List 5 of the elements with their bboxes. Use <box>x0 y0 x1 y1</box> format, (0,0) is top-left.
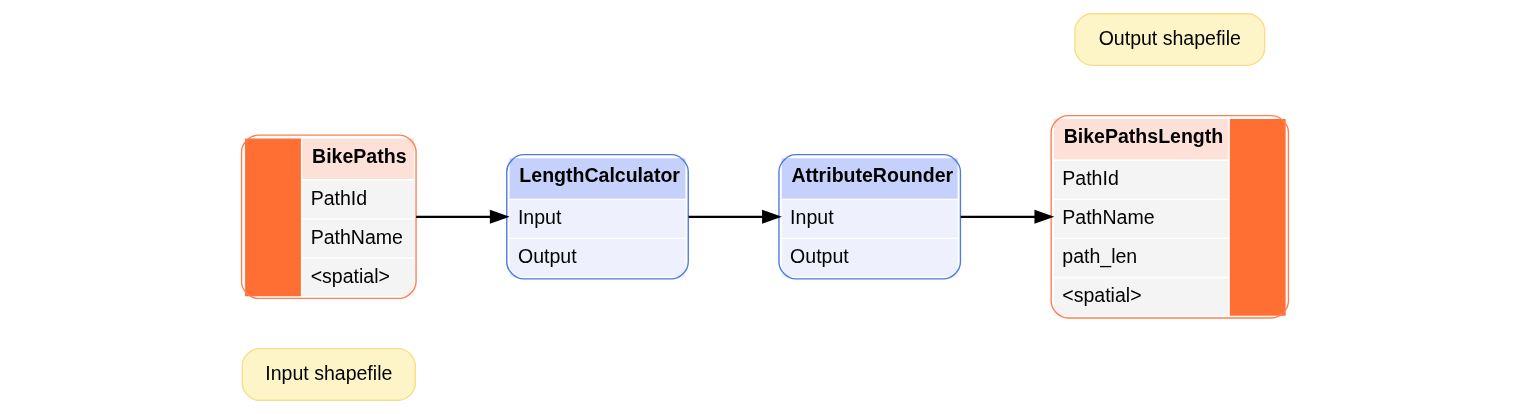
arrow <box>416 209 510 224</box>
node-box: Output shapefile <box>1074 13 1266 67</box>
arrow <box>688 209 782 224</box>
node-box: Input shapefile <box>241 347 417 401</box>
arrow <box>960 209 1055 224</box>
